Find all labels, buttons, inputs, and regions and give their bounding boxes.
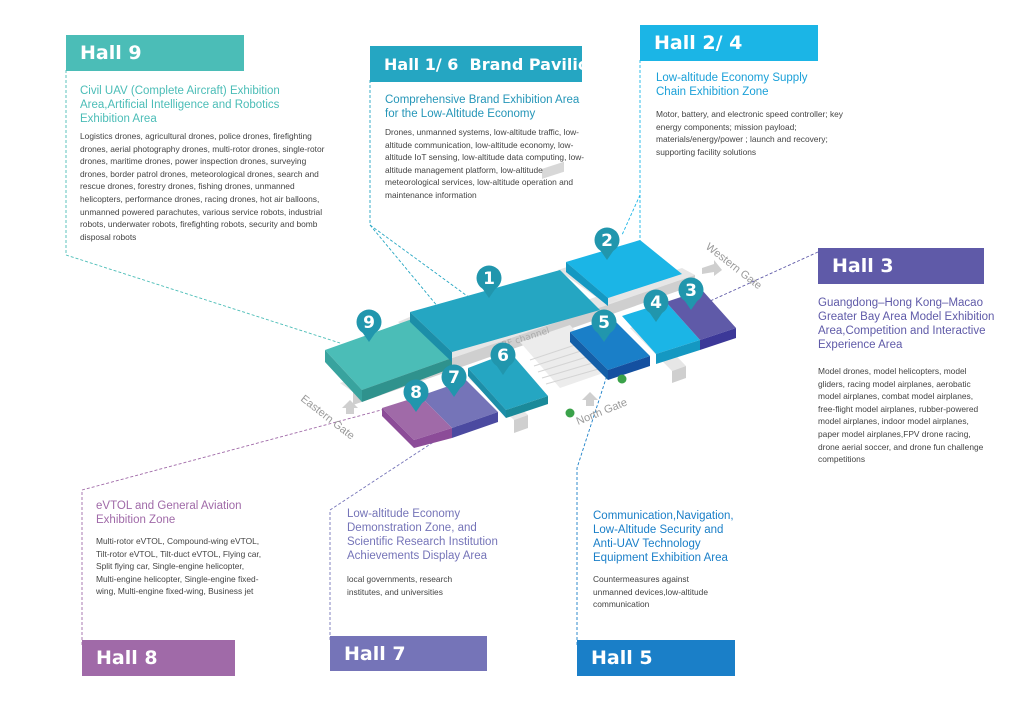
- hall-1-block[interactable]: [410, 270, 600, 362]
- hall-8-subtitle: eVTOL and General Aviation Exhibition Zo…: [96, 500, 242, 526]
- pin-marker-icon: [476, 265, 502, 291]
- pin-marker-icon: [441, 364, 467, 390]
- hall-5-header: Hall 5: [577, 640, 735, 676]
- map-pin-7[interactable]: 7: [441, 364, 467, 398]
- leader-line-hall7: [329, 417, 471, 640]
- leader-line-hall8: [81, 404, 401, 645]
- hall-5-block[interactable]: [570, 318, 650, 380]
- pin-number: 1: [483, 269, 495, 289]
- pin-marker-icon: [643, 289, 669, 315]
- eastern-gate-label: Eastern Gate: [298, 393, 356, 442]
- hall-7-description: local governments, research institutes, …: [347, 574, 453, 597]
- pin-marker-icon: [594, 227, 620, 253]
- map-pin-2[interactable]: 2: [594, 227, 620, 261]
- hall-1-6-header: Hall 1/ 6 Brand Pavilion: [370, 46, 600, 82]
- pin-marker-icon: [591, 309, 617, 335]
- pin-marker-icon: [490, 342, 516, 368]
- north-gate-arrow-icon: [582, 392, 598, 406]
- pin-number: 3: [685, 281, 697, 301]
- hall-7-block[interactable]: [420, 380, 498, 438]
- map-pin-5[interactable]: 5: [591, 309, 617, 343]
- hall-1-6-subtitle: Comprehensive Brand Exhibition Area for …: [385, 94, 580, 120]
- hall-9-description: Logistics drones, agricultural drones, p…: [80, 131, 325, 242]
- hall-8-header: Hall 8: [82, 640, 235, 676]
- hall-7-header: Hall 7: [330, 636, 487, 671]
- hall-3-subtitle: Guangdong–Hong Kong–Macao Greater Bay Ar…: [818, 297, 995, 351]
- hall-9-block[interactable]: [325, 318, 452, 402]
- pin-number: 6: [497, 346, 509, 366]
- leader-line-hall3: [707, 251, 819, 303]
- hall-4-block[interactable]: [622, 302, 700, 364]
- map-pin-8[interactable]: 8: [403, 379, 429, 413]
- hall-9-subtitle: Civil UAV (Complete Aircraft) Exhibition…: [80, 85, 280, 125]
- north-gate-label: North Gate: [575, 396, 629, 427]
- pin-number: 7: [448, 368, 460, 388]
- hall-2-4-subtitle: Low-altitude Economy Supply Chain Exhibi…: [656, 72, 808, 98]
- hall-6-block[interactable]: [468, 352, 548, 418]
- entrance-marker-icon: [565, 408, 575, 418]
- hall-3-description: Model drones, model helicopters, model g…: [818, 366, 984, 465]
- hall-5-subtitle: Communication,Navigation, Low-Altitude S…: [593, 510, 734, 564]
- eastern-gate-arrow-icon: [342, 400, 358, 414]
- hall-8-description: Multi-rotor eVTOL, Compound-wing eVTOL, …: [96, 536, 262, 597]
- leader-line-hall2: [621, 60, 641, 236]
- pin-marker-icon: [678, 277, 704, 303]
- hall-3-block[interactable]: [666, 290, 736, 350]
- pin-marker-icon: [403, 379, 429, 405]
- leader-line-hall9: [65, 70, 341, 344]
- pin-marker-icon: [356, 309, 382, 335]
- hall-1-6-description: Drones, unmanned systems, low-altitude t…: [385, 127, 585, 200]
- pin-number: 5: [598, 313, 610, 333]
- map-pin-6[interactable]: 6: [490, 342, 516, 376]
- hall-2-block[interactable]: [566, 240, 682, 306]
- leader-line-hall5: [576, 359, 613, 645]
- hall-5-description: Countermeasures against unmanned devices…: [593, 574, 708, 610]
- hall-8-block[interactable]: [382, 396, 452, 448]
- pin-number: 8: [410, 383, 422, 403]
- hall-7-subtitle: Low-altitude Economy Demonstration Zone,…: [347, 508, 498, 562]
- hall-2-4-description: Motor, battery, and electronic speed con…: [656, 109, 843, 157]
- entrance-marker-icon: [617, 374, 627, 384]
- hall-2-4-header: Hall 2/ 4: [640, 25, 818, 61]
- pin-number: 2: [601, 231, 613, 251]
- map-pin-9[interactable]: 9: [356, 309, 382, 343]
- western-gate-arrow-icon: [702, 260, 722, 276]
- map-pin-4[interactable]: 4: [643, 289, 669, 323]
- map-pin-1[interactable]: 1: [476, 265, 502, 299]
- pin-number: 4: [650, 293, 662, 313]
- hall-9-header: Hall 9: [66, 35, 244, 71]
- hall-3-header: Hall 3: [818, 248, 984, 284]
- pin-number: 9: [363, 313, 375, 333]
- map-pin-3[interactable]: 3: [678, 277, 704, 311]
